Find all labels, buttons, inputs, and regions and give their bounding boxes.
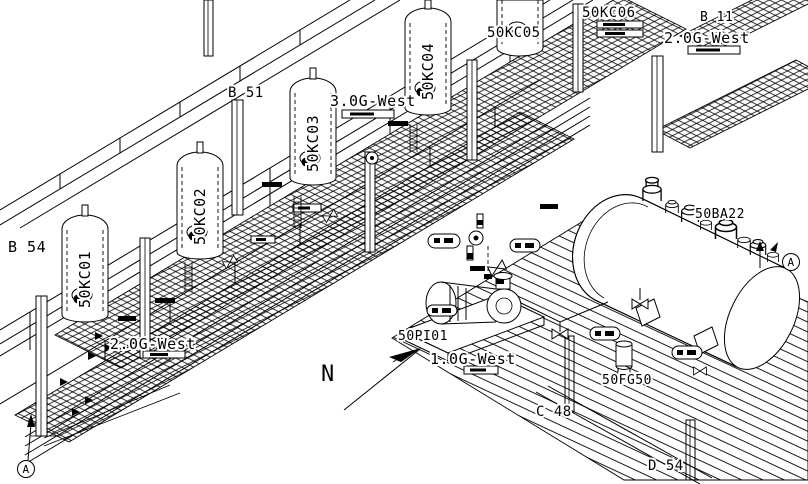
vessel-50kc02 [176,141,224,260]
grid-ref-c48: C 48 [536,404,572,420]
fittings-and-instruments [60,20,741,416]
tag-50kc02: 50KC02 [191,188,209,245]
ladders [184,124,418,292]
tank-vent-arrow [756,241,778,268]
instrument-balloons [365,151,489,280]
grid-ref-b11: B 11 [700,10,733,25]
tag-50fg50: 50FG50 [602,373,652,388]
flow-label-2g-west-top: 2.0G-West [664,29,750,47]
tag-50ba22: 50BA22 [695,207,745,222]
grid-ref-b54: B 54 [8,238,46,256]
ref-bubble-label: A [23,463,30,476]
flow-label-1g-west: 1.0G-West [430,350,516,368]
ref-bubble-label: A [788,256,795,269]
tag-50kc05: 50KC05 [487,25,541,41]
ref-bubbles: A A [17,253,800,478]
drum-50fg50 [615,340,633,375]
ref-bubble-right: A [782,253,800,271]
pipe-bundle [24,97,591,465]
north-label: N [321,362,335,387]
pump-volute [486,288,522,324]
north-arrow-head [389,348,421,362]
instrument-tag-boxes [142,20,741,375]
misc-hardware [60,332,113,416]
grid-ref-d54: D 54 [648,458,684,474]
grid-ref-b51: B 51 [228,85,264,101]
flow-label-3g-west: 3.0G-West [330,92,416,110]
labels: B 54 B 51 B 11 C 48 D 54 2.0G-West 3.0G-… [6,3,751,476]
pump-suction-pipe [520,301,609,332]
tag-50kc04: 50KC04 [419,43,437,100]
ref-bubble-bottom-left: A [17,414,35,478]
vessels [61,0,544,323]
vessel-50kc04 [404,0,452,116]
upper-handrail [0,0,401,229]
vessel-50kc03 [289,67,337,186]
vessel-50kc05-partial [496,0,544,57]
north-arrow: N [319,348,421,411]
tag-50kc03: 50KC03 [304,115,322,172]
tag-50kc06: 50KC06 [582,5,636,21]
oval-tags [426,233,703,360]
pump-motor [425,281,457,325]
vessel-50kc01 [61,204,109,323]
tag-50kc01: 50KC01 [76,251,94,308]
flow-label-2g-west-bottom: 2.0G-West [110,335,196,353]
tank-nozzles [642,176,780,262]
tag-50pi01: 50PI01 [398,329,448,344]
valves [221,208,707,376]
